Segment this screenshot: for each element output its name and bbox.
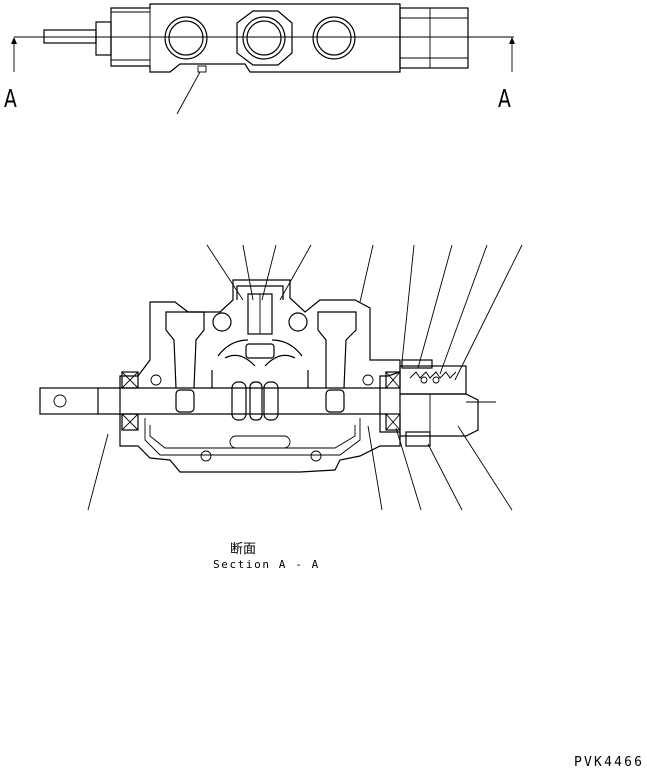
leader-line [401, 244, 415, 363]
spool-land-5 [325, 389, 345, 413]
leader-line [439, 244, 488, 375]
passage-right [317, 311, 357, 389]
leader-line [359, 244, 374, 303]
top-leader-line [176, 71, 201, 115]
spool-land-1 [175, 389, 195, 413]
leader-line [367, 425, 383, 511]
section-mark-right: A [498, 84, 511, 113]
section-view [39, 244, 523, 511]
top-port-hex-nut [236, 10, 293, 66]
leader-line [206, 244, 244, 301]
caption-english: Section A - A [213, 558, 320, 571]
center-ball [245, 343, 275, 359]
arrow-head-right [509, 37, 515, 44]
seal-left-top [121, 371, 139, 389]
leader-line [261, 244, 277, 301]
spool-land-3 [249, 381, 263, 421]
section-mark-left: A [4, 84, 17, 113]
seal-left-bottom [121, 413, 139, 431]
leader-line [417, 244, 453, 369]
top-view [11, 3, 515, 115]
arrow-head-left [11, 37, 17, 44]
section-spool-end [39, 387, 99, 415]
leader-line [87, 433, 109, 511]
leader-line [279, 244, 312, 301]
top-port-2 [242, 16, 286, 60]
end-cap-right [399, 393, 479, 437]
spool-land-2 [231, 381, 247, 421]
centering-spring [409, 371, 457, 379]
top-valve-body [110, 3, 401, 73]
leader-line [395, 427, 422, 511]
caption-japanese: 断面 [230, 542, 257, 557]
top-end-cap-right [399, 7, 469, 69]
section-valve-body [119, 279, 401, 473]
passage-left [165, 311, 205, 389]
top-end-cap-left [95, 21, 112, 56]
leader-line [457, 425, 513, 511]
top-port-1 [164, 16, 208, 60]
leader-line [454, 244, 523, 381]
drawing-number: PVK4466 [574, 755, 645, 770]
top-port-3 [312, 16, 356, 60]
top-spool-rod [43, 29, 97, 44]
leader-line [427, 443, 463, 511]
leader-line [242, 244, 254, 301]
spool-land-4 [263, 381, 279, 421]
